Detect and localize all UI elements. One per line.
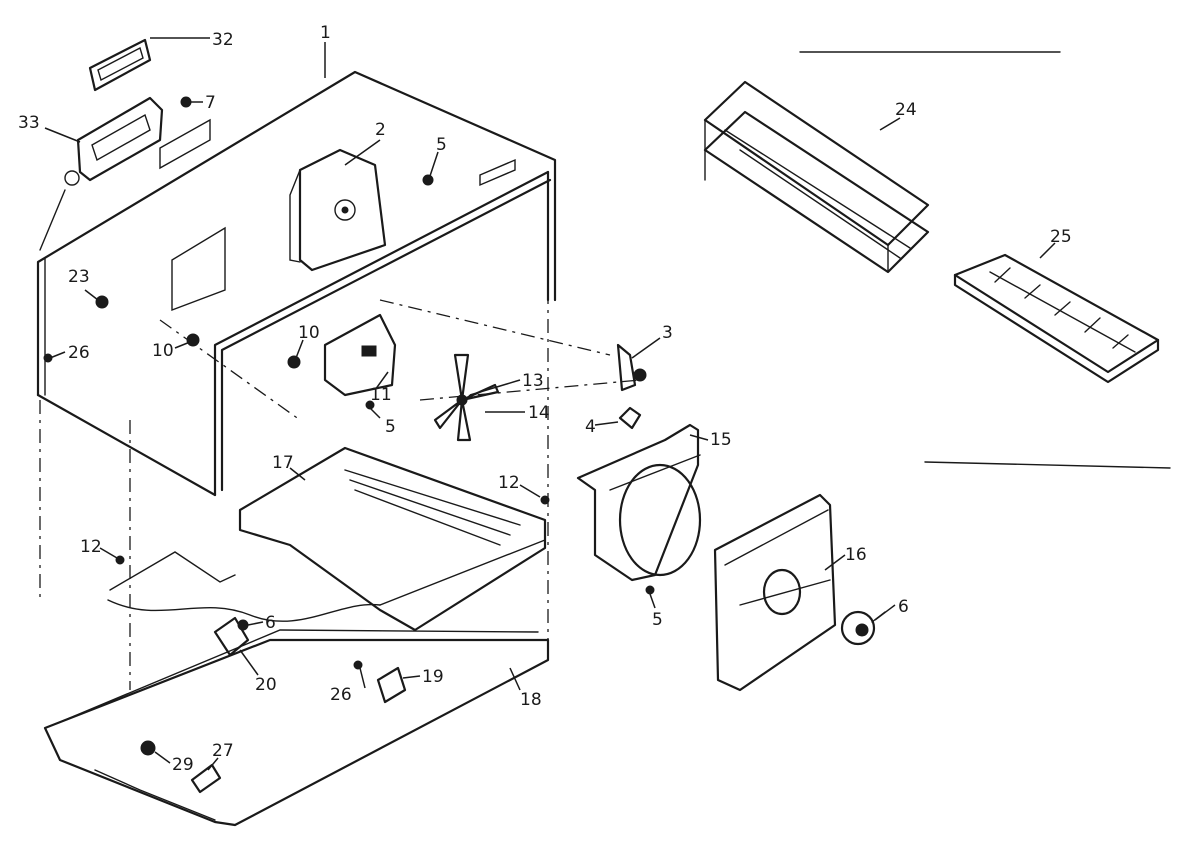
callout-29: 29 xyxy=(172,755,194,775)
liner-box-part-1 xyxy=(36,70,557,497)
clip-part-19 xyxy=(376,666,407,704)
fan-cover-part-16 xyxy=(713,493,837,692)
callout-25: 25 xyxy=(1050,227,1072,247)
callout-24: 24 xyxy=(895,100,917,120)
callout-32: 32 xyxy=(212,30,234,50)
fasteners xyxy=(43,96,655,670)
callout-3: 3 xyxy=(662,323,673,343)
callout-12-right: 12 xyxy=(498,473,520,493)
callout-18: 18 xyxy=(520,690,542,710)
wire-harness xyxy=(107,551,381,622)
assembly-lines xyxy=(39,290,641,690)
callout-5-top: 5 xyxy=(436,135,447,155)
callout-1: 1 xyxy=(320,23,331,43)
callout-5-middle: 5 xyxy=(385,417,396,437)
callout-13: 13 xyxy=(522,371,544,391)
rack-part-24 xyxy=(703,80,930,274)
callout-11: 11 xyxy=(370,385,392,405)
clip-part-4 xyxy=(618,406,642,430)
callout-5-bottom: 5 xyxy=(652,610,663,630)
fan-motor-part-11 xyxy=(323,313,397,397)
callout-6-right: 6 xyxy=(898,597,909,617)
callout-16: 16 xyxy=(845,545,867,565)
vent-frame-part-33 xyxy=(39,96,164,251)
callout-7: 7 xyxy=(205,93,216,113)
callout-33: 33 xyxy=(18,113,40,133)
callout-labels: 1 32 7 33 2 5 10 10 23 26 11 13 14 5 3 4… xyxy=(18,23,1072,775)
callout-10-right: 10 xyxy=(298,323,320,343)
ice-tray-part-25 xyxy=(953,253,1160,384)
fan-bracket-part-2 xyxy=(289,148,387,272)
callout-19: 19 xyxy=(422,667,444,687)
leader-lines xyxy=(44,37,1056,771)
callout-14: 14 xyxy=(528,403,550,423)
callout-6-left: 6 xyxy=(265,613,276,633)
fan-blade-part-13 xyxy=(433,353,500,442)
callout-10-left: 10 xyxy=(152,341,174,361)
callout-23: 23 xyxy=(68,267,90,287)
evaporator-cover-part-17 xyxy=(238,446,547,632)
damper-part-3 xyxy=(616,343,647,392)
callout-12-left: 12 xyxy=(80,537,102,557)
callout-26-left: 26 xyxy=(68,343,90,363)
callout-20: 20 xyxy=(255,675,277,695)
scan-marks xyxy=(799,51,1171,469)
callout-17: 17 xyxy=(272,453,294,473)
fan-shroud-part-15 xyxy=(576,423,702,582)
callout-4: 4 xyxy=(585,417,596,437)
callout-15: 15 xyxy=(710,430,732,450)
terminator-part-20 xyxy=(213,616,250,657)
fastener-part-29 xyxy=(140,740,156,756)
callout-2: 2 xyxy=(375,120,386,140)
vent-part-32 xyxy=(88,38,152,92)
clip-part-27 xyxy=(190,763,222,794)
drain-pan-part-18 xyxy=(43,629,550,827)
callout-27: 27 xyxy=(212,741,234,761)
callout-26-bottom: 26 xyxy=(330,685,352,705)
